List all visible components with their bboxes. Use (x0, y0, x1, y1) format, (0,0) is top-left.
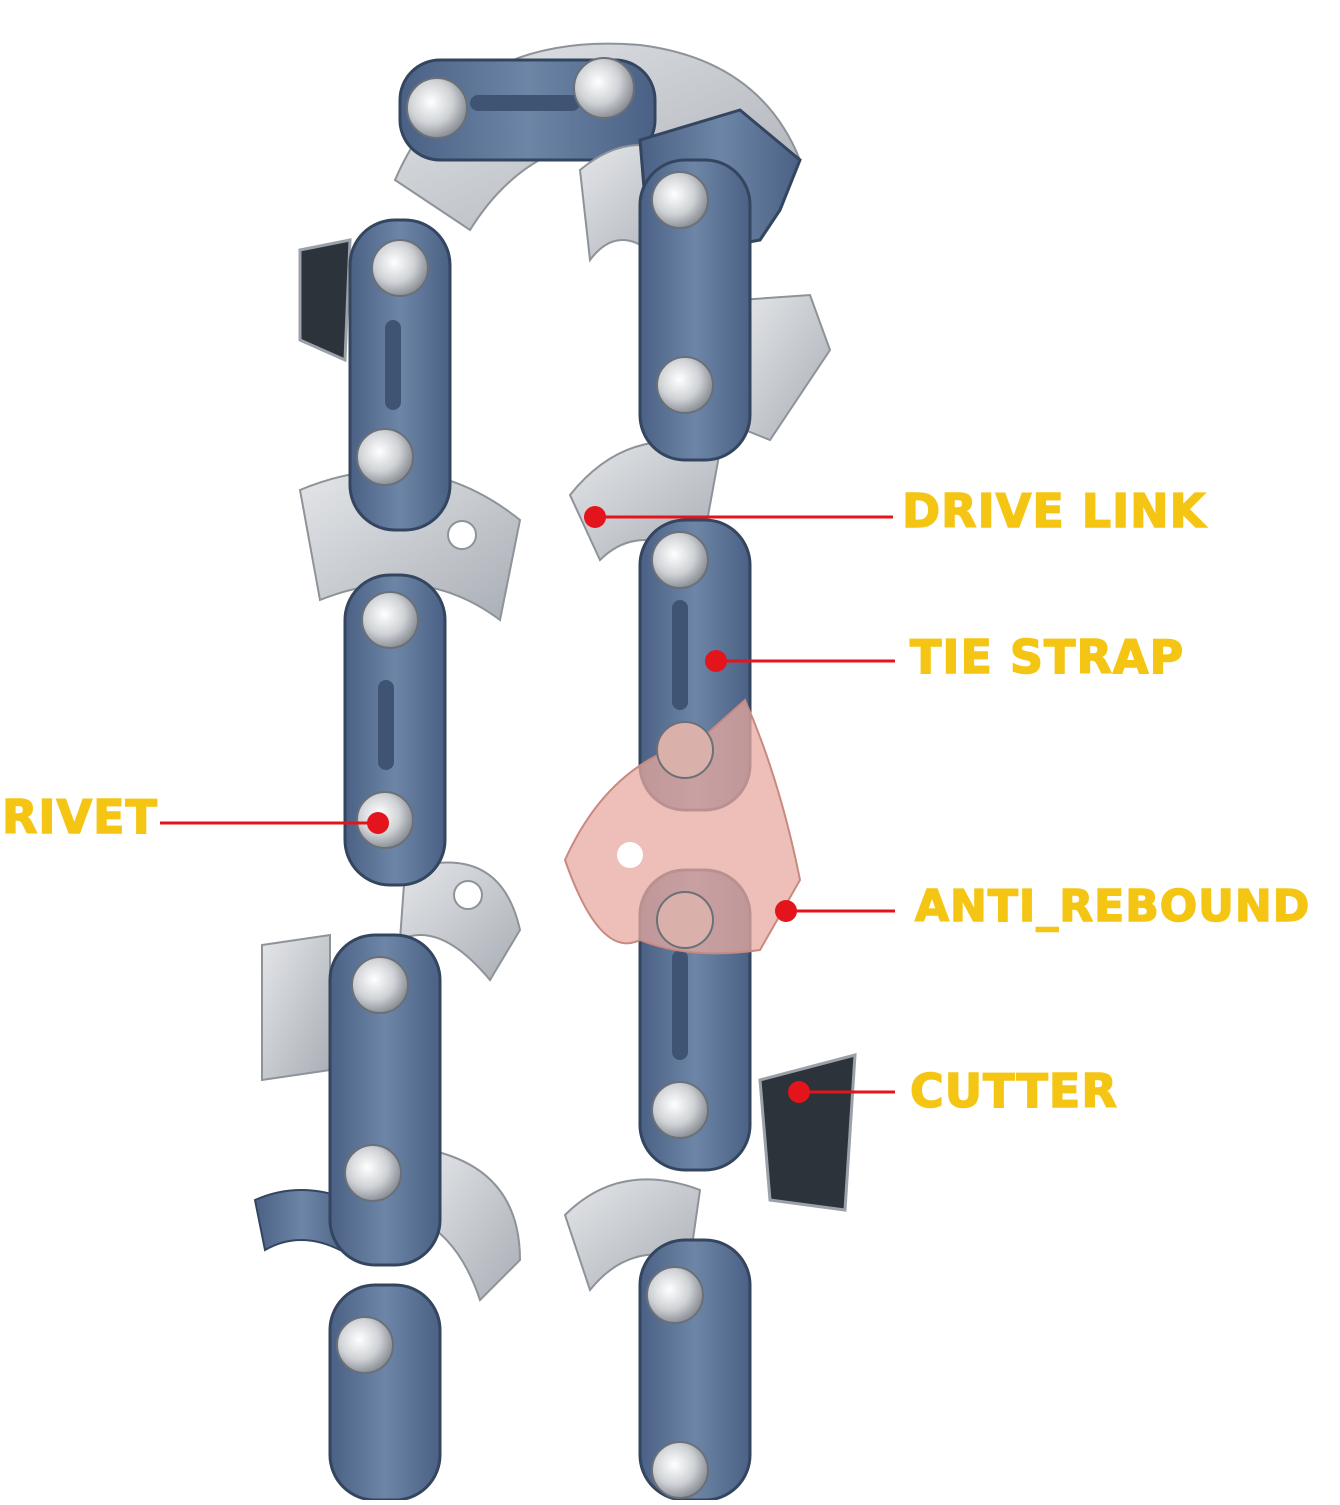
leader-rivet (160, 812, 389, 834)
leader-drive-link (584, 506, 893, 528)
cutter-label: CUTTER (909, 1064, 1118, 1118)
leader-anti-rebound (775, 900, 895, 922)
rivet-label: RIVET (1, 790, 158, 844)
top-arc (393, 42, 802, 232)
leader-tie-strap (705, 650, 895, 672)
left-chain-strand (253, 218, 522, 1502)
tie-strap-label: TIE STRAP (909, 630, 1185, 684)
drive-link-label: DRIVE LINK (901, 484, 1207, 538)
right-chain-strand (563, 108, 857, 1502)
leader-cutter (788, 1081, 895, 1103)
anti-rebound-label: ANTI_REBOUND (914, 881, 1311, 932)
